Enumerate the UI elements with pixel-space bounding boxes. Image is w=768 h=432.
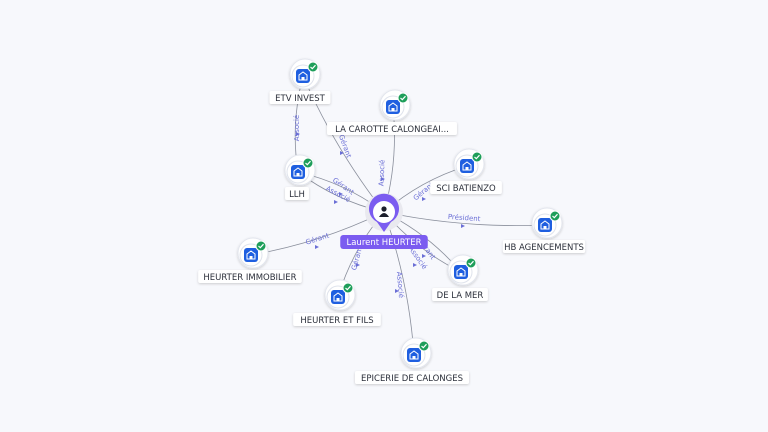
building-icon (454, 265, 468, 279)
node-label-box (293, 313, 381, 326)
verified-check-icon (418, 340, 430, 352)
company-node-fils[interactable]: HEURTER ET FILS (293, 279, 381, 326)
center-label: Laurent HEURTER (346, 238, 421, 248)
building-icon (386, 100, 400, 114)
company-node-epicerie[interactable]: EPICERIE DE CALONGES (355, 337, 469, 384)
edge-arrow (422, 254, 426, 258)
building-icon (460, 159, 474, 173)
edge-arrow (422, 197, 426, 201)
company-node-hb[interactable]: HB AGENCEMENTS (502, 207, 586, 253)
node-label: DE LA MER (437, 291, 484, 301)
node-label-box (355, 371, 469, 384)
node-label: LLH (289, 190, 305, 200)
edge-label: Président (448, 213, 481, 223)
node-label-box (285, 187, 309, 200)
building-icon (407, 348, 421, 362)
edge-label: Associé (293, 115, 301, 141)
building-icon (538, 218, 552, 232)
edge-arrow (413, 263, 417, 267)
center-label-box (340, 235, 428, 249)
node-label-box (430, 181, 502, 194)
verified-check-icon (549, 210, 561, 222)
edge-arrow (381, 177, 385, 181)
verified-check-icon (302, 157, 314, 169)
nodes-layer: ETV INVEST LA CAROTTE CALONGEAI... LLH SCI … (198, 58, 586, 384)
company-node-etv[interactable]: ETV INVEST (269, 58, 331, 104)
node-label: LA CAROTTE CALONGEAI... (335, 125, 449, 135)
center-node[interactable]: Laurent HEURTER (340, 193, 428, 249)
edge-label: Associé (378, 160, 387, 187)
node-label-box (327, 122, 457, 135)
node-label: SCI BATIENZO (436, 184, 496, 194)
building-icon (296, 69, 310, 83)
person-icon (379, 206, 389, 217)
building-icon (331, 290, 345, 304)
company-node-carotte[interactable]: LA CAROTTE CALONGEAI... (327, 89, 457, 135)
node-label: EPICERIE DE CALONGES (361, 374, 463, 384)
edge-arrow (340, 151, 344, 155)
verified-check-icon (465, 257, 477, 269)
node-label: HEURTER IMMOBILIER (203, 273, 296, 283)
node-label: HB AGENCEMENTS (504, 243, 584, 253)
edge-label: Gérant (305, 231, 331, 246)
edge-arrow (315, 245, 319, 249)
edge-arrow (356, 263, 360, 267)
edge-arrow (339, 192, 343, 196)
company-node-batienzo[interactable]: SCI BATIENZO (430, 148, 502, 194)
node-label-box (269, 91, 331, 104)
node-label-box (502, 240, 586, 253)
node-label-box (198, 270, 302, 283)
verified-check-icon (397, 92, 409, 104)
company-node-llh[interactable]: LLH (284, 154, 316, 200)
verified-check-icon (471, 151, 483, 163)
node-label-box (432, 288, 488, 301)
building-icon (244, 248, 258, 262)
edge-arrow (296, 132, 300, 136)
edge-label: Associé (395, 271, 405, 298)
verified-check-icon (255, 240, 267, 252)
verified-check-icon (342, 282, 354, 294)
verified-check-icon (307, 61, 319, 73)
company-node-immo[interactable]: HEURTER IMMOBILIER (198, 237, 302, 283)
edge-label: Gérant (350, 246, 364, 272)
node-label: HEURTER ET FILS (300, 316, 373, 326)
node-label: ETV INVEST (275, 94, 326, 104)
company-node-delamer[interactable]: DE LA MER (432, 254, 488, 301)
edge-arrow (461, 224, 465, 228)
building-icon (291, 165, 305, 179)
edge-arrow (334, 200, 338, 204)
edge-arrow (395, 289, 399, 293)
